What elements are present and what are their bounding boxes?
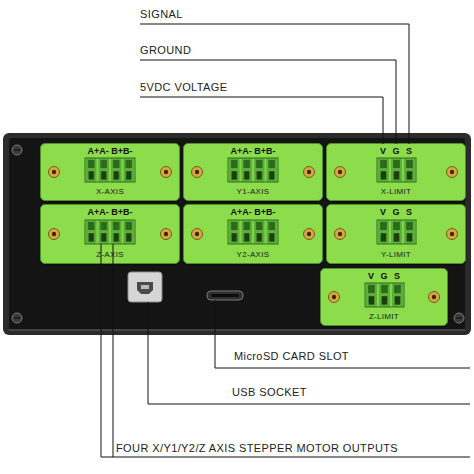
pin-labels: V G S — [380, 146, 412, 157]
motor-connector: A+A- B+B- X-AXIS — [40, 143, 180, 201]
callout-label: FOUR X/Y1/Y2/Z AXIS STEPPER MOTOR OUTPUT… — [116, 442, 398, 455]
port-name: Z-LIMIT — [369, 312, 399, 322]
mount-screw — [49, 167, 60, 178]
terminal-plug — [377, 220, 416, 244]
pin-labels: A+A- B+B- — [230, 146, 275, 157]
terminal-plug — [228, 220, 278, 244]
mount-screw — [304, 229, 315, 240]
port-name: Y2-AXIS — [237, 250, 270, 260]
leader-line — [140, 60, 396, 144]
motor-connector: A+A- B+B- Z-AXIS — [40, 204, 180, 264]
port-name: Y1-AXIS — [237, 187, 270, 197]
leader-line — [140, 97, 383, 144]
terminal-plug — [85, 158, 135, 182]
terminal-plug — [365, 283, 404, 307]
mount-screw — [447, 167, 458, 178]
terminal-plug — [85, 220, 135, 244]
mount-screw — [161, 229, 172, 240]
front-panel — [9, 138, 465, 330]
usb-socket — [128, 272, 162, 302]
port-name: Z-AXIS — [96, 250, 124, 260]
terminal-plug — [377, 158, 416, 182]
leader-line — [148, 302, 470, 404]
leader-line — [113, 244, 114, 457]
mount-screw — [329, 292, 340, 303]
limit-connector: V G S Z-LIMIT — [320, 268, 448, 326]
mount-screw — [192, 229, 203, 240]
pin-labels: A+A- B+B- — [87, 146, 132, 157]
case-edge — [9, 329, 465, 331]
callout-label: GROUND — [140, 44, 191, 57]
port-name: Y-LIMIT — [381, 250, 411, 260]
case-screw — [12, 313, 22, 323]
mount-screw — [429, 292, 440, 303]
callout-label: SIGNAL — [140, 8, 183, 21]
pin-labels: A+A- B+B- — [230, 207, 275, 218]
mount-screw — [335, 167, 346, 178]
callout-label: MicroSD CARD SLOT — [234, 350, 349, 363]
callout-label: 5VDC VOLTAGE — [140, 81, 228, 94]
case-screw — [12, 145, 22, 155]
controller-case — [3, 133, 471, 335]
port-name: X-LIMIT — [381, 187, 412, 197]
mount-screw — [161, 167, 172, 178]
terminal-plug — [228, 158, 278, 182]
mount-screw — [192, 167, 203, 178]
limit-connector: V G S X-LIMIT — [326, 143, 466, 201]
callout-label: USB SOCKET — [232, 386, 307, 399]
pin-labels: V G S — [368, 271, 400, 282]
port-name: X-AXIS — [96, 187, 124, 197]
leader-line — [101, 244, 470, 457]
limit-connector: V G S Y-LIMIT — [326, 204, 466, 264]
motor-connector: A+A- B+B- Y1-AXIS — [183, 143, 323, 201]
microsd-slot — [207, 291, 243, 300]
mount-screw — [49, 229, 60, 240]
leader-line — [140, 24, 409, 144]
mount-screw — [335, 229, 346, 240]
case-screw — [454, 313, 464, 323]
leader-line — [215, 300, 470, 368]
motor-connector: A+A- B+B- Y2-AXIS — [183, 204, 323, 264]
pin-labels: V G S — [380, 207, 412, 218]
mount-screw — [304, 167, 315, 178]
pin-labels: A+A- B+B- — [87, 207, 132, 218]
mount-screw — [447, 229, 458, 240]
